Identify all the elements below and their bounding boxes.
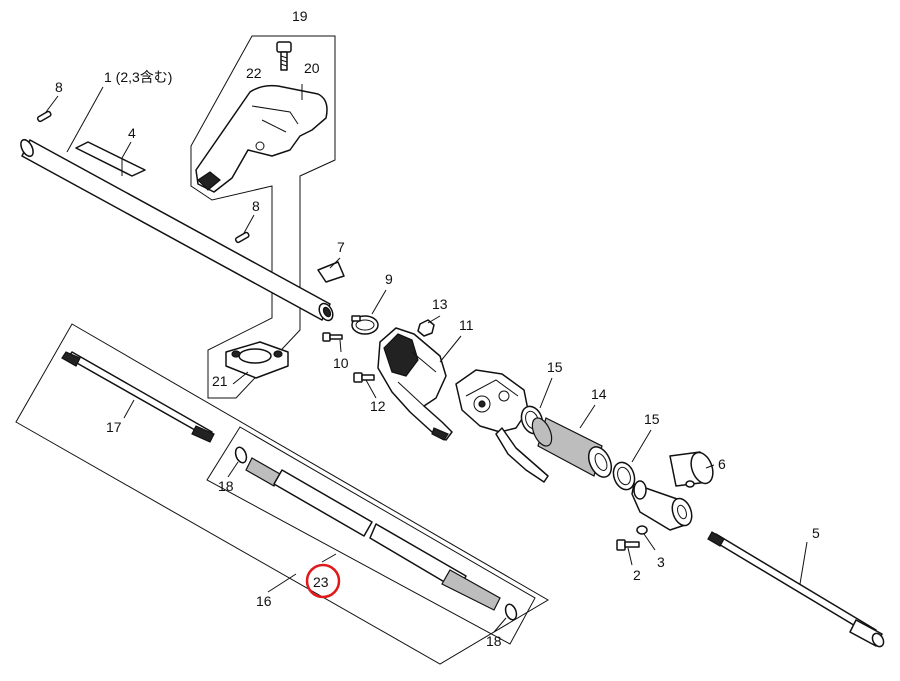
label-part-18-a: 18 — [218, 478, 234, 494]
clamp-band — [351, 315, 379, 335]
bolt-2 — [616, 539, 640, 551]
nut — [417, 319, 435, 337]
pin-top — [36, 110, 52, 123]
screw-10 — [322, 332, 343, 342]
label-part-18-b: 18 — [486, 633, 502, 649]
o-ring-18b — [504, 603, 518, 621]
label-part-15-b: 15 — [644, 411, 660, 427]
label-part-23: 23 — [313, 574, 329, 590]
label-part-1: 1 (2,3含む) — [104, 69, 172, 85]
small-label — [317, 261, 345, 283]
highlight-circle — [305, 563, 341, 599]
label-part-13: 13 — [432, 296, 448, 312]
pin-mid — [234, 231, 250, 244]
washer-3 — [636, 525, 648, 535]
label-part-14: 14 — [591, 386, 607, 402]
handle-clamp — [225, 341, 289, 379]
label-sticker — [75, 141, 146, 177]
shaft-group-frame — [15, 323, 549, 665]
inner-tube — [245, 457, 501, 611]
toothed-washer-b — [612, 461, 636, 491]
drive-shaft-5 — [707, 531, 885, 648]
label-part-8-mid: 8 — [252, 198, 260, 214]
label-part-4: 4 — [128, 125, 136, 141]
label-part-22: 22 — [246, 65, 262, 81]
label-part-5: 5 — [812, 525, 820, 541]
label-part-3: 3 — [657, 554, 665, 570]
screw-12 — [353, 372, 375, 383]
label-part-8-top: 8 — [55, 79, 63, 95]
label-part-9: 9 — [385, 271, 393, 287]
label-part-21: 21 — [212, 373, 228, 389]
holder — [669, 451, 714, 488]
main-shaft — [20, 138, 334, 322]
bracket — [631, 480, 693, 531]
label-part-10: 10 — [333, 355, 349, 371]
label-part-11: 11 — [459, 317, 474, 333]
handle-bar — [195, 84, 328, 193]
throttle-lever — [455, 369, 549, 483]
label-part-19: 19 — [292, 8, 308, 24]
handle-bolt — [276, 41, 292, 71]
handle-group-frame — [190, 35, 336, 399]
label-part-20: 20 — [304, 60, 320, 76]
throttle-housing — [377, 327, 453, 441]
label-part-7: 7 — [337, 239, 345, 255]
drive-shaft-17 — [61, 351, 215, 443]
label-part-16: 16 — [256, 593, 272, 609]
o-ring-18a — [234, 446, 248, 464]
label-part-17: 17 — [106, 419, 122, 435]
label-part-12: 12 — [370, 398, 386, 414]
label-part-6: 6 — [718, 456, 726, 472]
grip — [531, 417, 613, 478]
label-part-2: 2 — [633, 567, 641, 583]
inner-tube-frame — [206, 426, 536, 645]
label-part-15-a: 15 — [547, 359, 563, 375]
leader-lines — [45, 84, 808, 633]
